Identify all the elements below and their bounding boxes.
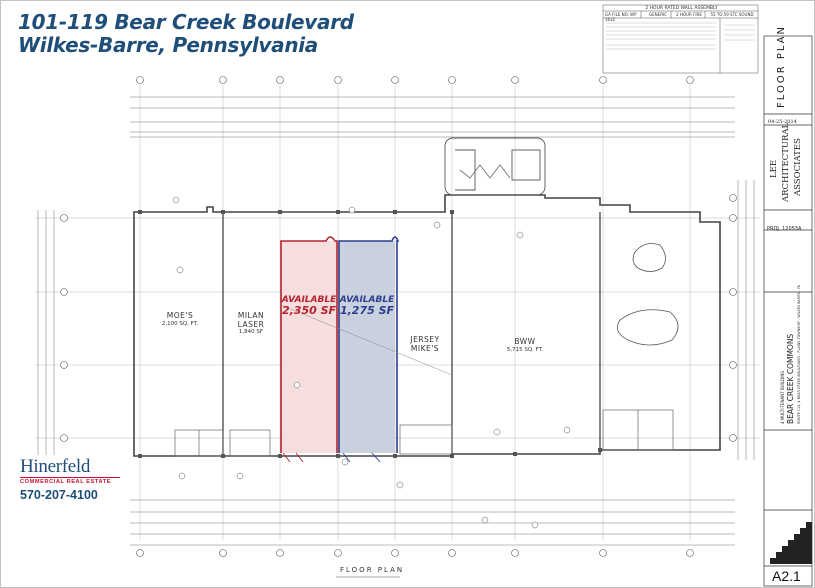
unit-area: 2,100 SQ. FT. [161, 320, 199, 327]
sheet-title: FLOOR PLAN [776, 25, 787, 108]
unit-area: 1,840 SF [238, 329, 264, 336]
dimension-lines-left [37, 210, 55, 455]
wall-assembly-box [602, 4, 759, 74]
project-number: PROJ. 12053A [767, 226, 802, 232]
assembly-cell: 2 HOUR FIRE [676, 12, 702, 17]
brand-name: Hinerfeld [20, 456, 91, 477]
unit-label-jersey-mikes: JERSEY MIKE'S [400, 335, 450, 353]
wall-assembly-title: 2 HOUR RATED WALL ASSEMBLY [604, 6, 756, 11]
available-area: 2,350 SF [281, 304, 337, 318]
firm-name-line3: ASSOCIATES [793, 138, 803, 196]
plan-caption: FLOOR PLAN [340, 566, 405, 574]
available-unit-1 [280, 236, 338, 463]
demising-walls [222, 212, 601, 456]
column-markers [138, 210, 602, 458]
project-subtitle: 4 MULTI-TENANT BUILDING [780, 370, 785, 424]
firm-name-line1: LEE [769, 159, 779, 178]
unit-name: MILAN LASER [237, 311, 265, 329]
unit-area: 5,715 SQ. FT. [506, 346, 544, 353]
wall-assembly-notes [606, 22, 755, 50]
address-line-1: 101-119 Bear Creek Boulevard [18, 10, 354, 34]
dimension-lines-top [130, 96, 735, 138]
service-area [444, 137, 546, 196]
available-area: 1,275 SF [339, 304, 395, 318]
address-line-2: Wilkes-Barre, Pennsylvania [18, 33, 319, 57]
wall-assembly-heading: 2 HOUR RATED WALL ASSEMBLY [645, 6, 718, 11]
dimension-lines-bottom [130, 499, 735, 546]
sheet-stairs-graphic [770, 522, 812, 564]
available-label: AVAILABLE [339, 295, 395, 305]
available-callout-2: AVAILABLE 1,275 SF [338, 295, 396, 318]
unit-label-moes: MOE'S 2,100 SQ. FT. [150, 311, 210, 327]
brand-logo: Hinerfeld COMMERCIAL REAL ESTATE [20, 457, 120, 505]
brand-tagline: COMMERCIAL REAL ESTATE [20, 477, 120, 485]
door-tags [172, 196, 571, 529]
brand-phone: 570-207-4100 [20, 488, 98, 502]
project-address: ROUTE 115, 4 BEAR CREEK BOULEVARD - PLAI… [797, 284, 801, 424]
title-block-frame [763, 35, 813, 587]
sheet-date: 04-25-2014 [768, 119, 797, 125]
landscape-features [616, 243, 679, 346]
restrooms [174, 409, 674, 457]
unit-label-bww: BWW 5,715 SQ. FT. [500, 337, 550, 353]
firm-name-line2: ARCHITECTURAL [781, 122, 791, 202]
sheet-number: A2.1 [772, 568, 801, 584]
unit-label-milan-laser: MILAN LASER 1,840 SF [228, 311, 274, 336]
unit-name: JERSEY MIKE'S [410, 335, 440, 353]
building-outline [133, 194, 721, 457]
grid-bubbles-top [136, 76, 694, 84]
assembly-cell: GA FILE NO. WP 1632 [605, 12, 637, 22]
reference-line [280, 304, 453, 376]
project-name: BEAR CREEK COMMONS [786, 333, 795, 424]
available-callout-1: AVAILABLE 2,350 SF [280, 295, 338, 318]
available-unit-2 [338, 236, 400, 463]
assembly-cell: GENERIC [649, 12, 667, 17]
unit-name: BWW [514, 337, 536, 346]
available-label: AVAILABLE [281, 295, 337, 305]
assembly-cell: 55 TO 59 STC SOUND [710, 12, 754, 17]
dimension-lines-right [737, 180, 755, 460]
grid-bubbles-right [729, 194, 737, 442]
grid-bubbles-left [60, 214, 68, 442]
unit-name: MOE'S [166, 311, 194, 320]
grid-bubbles-bottom [136, 549, 694, 557]
